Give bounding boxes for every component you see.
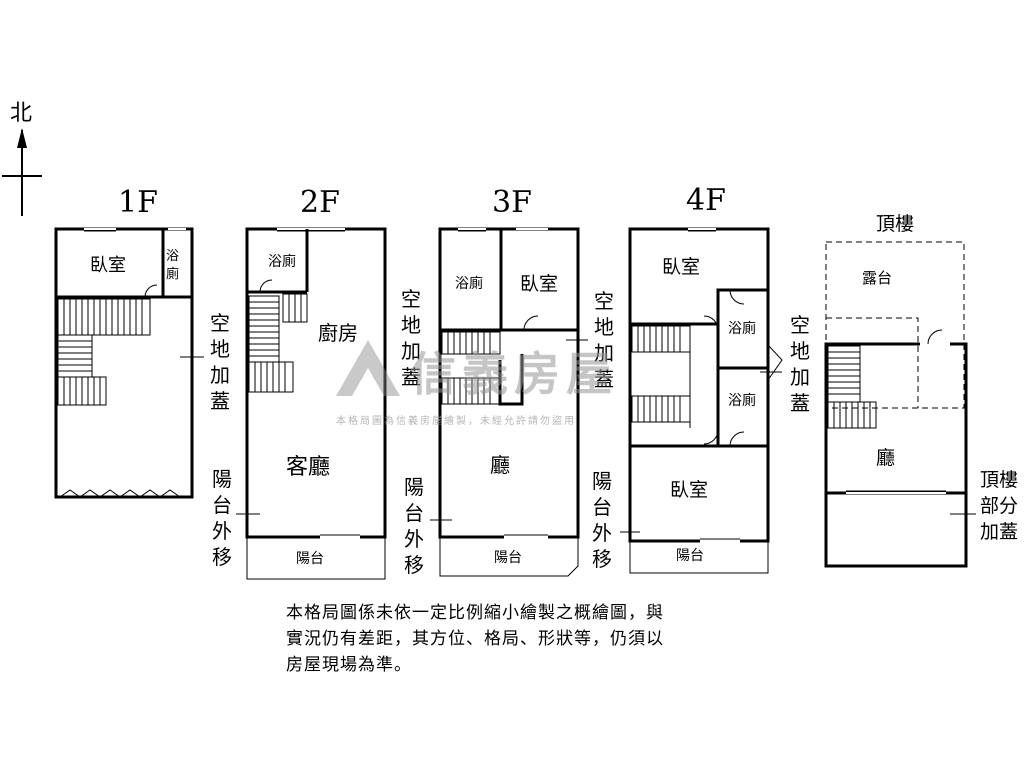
svg-text:陽: 陽 xyxy=(404,475,424,499)
floor-4f-title: 4F xyxy=(686,183,726,218)
floor-4f: 4F 臥室 浴廁 浴廁 臥室 陽台 xyxy=(620,183,783,574)
svg-text:加: 加 xyxy=(210,363,230,387)
f4-bedroom-top-label: 臥室 xyxy=(662,256,700,278)
svg-text:空: 空 xyxy=(594,289,614,313)
f1-bedroom-label: 臥室 xyxy=(90,255,126,276)
svg-text:加蓋: 加蓋 xyxy=(980,521,1018,543)
floor-roof: 頂樓 露台 廳 xyxy=(824,213,976,568)
svg-text:地: 地 xyxy=(210,337,230,361)
f4-bath-1-label: 浴廁 xyxy=(728,320,756,337)
f2-side-annotation: 陽 台 外 移 xyxy=(212,467,232,569)
watermark-subtext: 本格局圖為信義房屋繪製，未經允許請勿盜用 xyxy=(336,416,576,427)
f1-stairs xyxy=(57,298,151,406)
floor-1f-title: 1F xyxy=(118,185,158,220)
compass: 北 xyxy=(2,101,42,216)
floor-2f: 2F 浴廁 廚房 客廳 陽台 xyxy=(236,185,387,580)
svg-text:空: 空 xyxy=(210,311,230,335)
svg-text:加: 加 xyxy=(401,339,421,363)
svg-text:台: 台 xyxy=(404,501,424,525)
svg-text:外: 外 xyxy=(404,527,424,551)
f4-stairs xyxy=(631,325,691,428)
svg-text:頂樓: 頂樓 xyxy=(980,469,1018,491)
f3-side-annotation-top: 空 地 加 蓋 xyxy=(401,287,421,389)
floor-3f-title: 3F xyxy=(492,185,532,220)
floor-3f: 3F 浴廁 臥室 廳 陽台 xyxy=(430,185,588,577)
f2-balcony-label: 陽台 xyxy=(296,551,324,567)
floor-roof-title: 頂樓 xyxy=(876,213,914,235)
floor-1f: 1F 臥室 浴 廁 xyxy=(54,185,204,499)
f3-balcony-label: 陽台 xyxy=(494,550,522,566)
roof-side-annotation-top: 空 地 加 蓋 xyxy=(790,313,810,415)
f1-bath-label-1: 浴 xyxy=(166,249,179,264)
disclaimer-line: 本格局圖係未依一定比例縮小繪製之概繪圖，與 xyxy=(286,603,664,623)
svg-text:地: 地 xyxy=(594,315,614,339)
svg-text:台: 台 xyxy=(212,493,232,517)
f4-balcony-label: 陽台 xyxy=(676,548,704,564)
svg-text:移: 移 xyxy=(592,547,612,571)
f2-stairs xyxy=(248,293,308,393)
f2-kitchen-label: 廚房 xyxy=(318,321,358,345)
f3-bath-label: 浴廁 xyxy=(455,275,483,292)
svg-text:地: 地 xyxy=(790,339,810,363)
f3-hall-label: 廳 xyxy=(490,453,510,477)
f4-side-annotation-bottom: 陽 台 外 移 xyxy=(592,469,612,571)
svg-text:陽: 陽 xyxy=(592,469,612,493)
disclaimer-line: 房屋現場為準。 xyxy=(286,655,412,675)
f1-side-annotation: 空 地 加 蓋 xyxy=(210,311,230,413)
floor-2f-title: 2F xyxy=(300,185,340,220)
svg-text:加: 加 xyxy=(790,365,810,389)
f1-bath-label-2: 廁 xyxy=(166,266,179,282)
f4-bedroom-bottom-label: 臥室 xyxy=(670,479,708,501)
svg-text:空: 空 xyxy=(401,287,421,311)
f4-bath-2-label: 浴廁 xyxy=(728,392,756,409)
svg-text:陽: 陽 xyxy=(212,467,232,491)
f3-stairs xyxy=(441,331,524,406)
svg-text:蓋: 蓋 xyxy=(594,367,614,391)
roof-hall-label: 廳 xyxy=(876,447,895,469)
svg-text:外: 外 xyxy=(592,521,612,545)
svg-text:蓋: 蓋 xyxy=(790,391,810,415)
f3-bedroom-label: 臥室 xyxy=(520,273,558,295)
svg-text:移: 移 xyxy=(212,545,232,569)
svg-text:蓋: 蓋 xyxy=(210,389,230,413)
svg-text:台: 台 xyxy=(592,495,612,519)
watermark-house-icon xyxy=(336,340,400,396)
roof-side-annotation-bottom: 頂樓 部分 加蓋 xyxy=(980,469,1018,543)
f2-bath-label: 浴廁 xyxy=(268,253,296,270)
svg-text:移: 移 xyxy=(404,553,424,577)
svg-text:地: 地 xyxy=(401,313,421,337)
disclaimer-line: 實況仍有差距，其方位、格局、形狀等，仍須以 xyxy=(286,629,664,649)
disclaimer-note: 本格局圖係未依一定比例縮小繪製之概繪圖，與 實況仍有差距，其方位、格局、形狀等，… xyxy=(286,600,746,678)
svg-text:加: 加 xyxy=(594,341,614,365)
svg-text:外: 外 xyxy=(212,519,232,543)
f3-side-annotation-bottom: 陽 台 外 移 xyxy=(404,475,424,577)
svg-text:蓋: 蓋 xyxy=(401,365,421,389)
roof-terrace-label: 露台 xyxy=(862,269,892,287)
f4-side-annotation-top: 空 地 加 蓋 xyxy=(594,289,614,391)
f2-living-label: 客廳 xyxy=(286,455,330,480)
north-arrow-icon xyxy=(17,128,27,148)
svg-text:部分: 部分 xyxy=(980,495,1018,517)
watermark-brand: 信義房屋 xyxy=(410,347,618,401)
compass-label: 北 xyxy=(10,101,32,126)
svg-text:空: 空 xyxy=(790,313,810,337)
roof-stairs xyxy=(827,345,877,429)
